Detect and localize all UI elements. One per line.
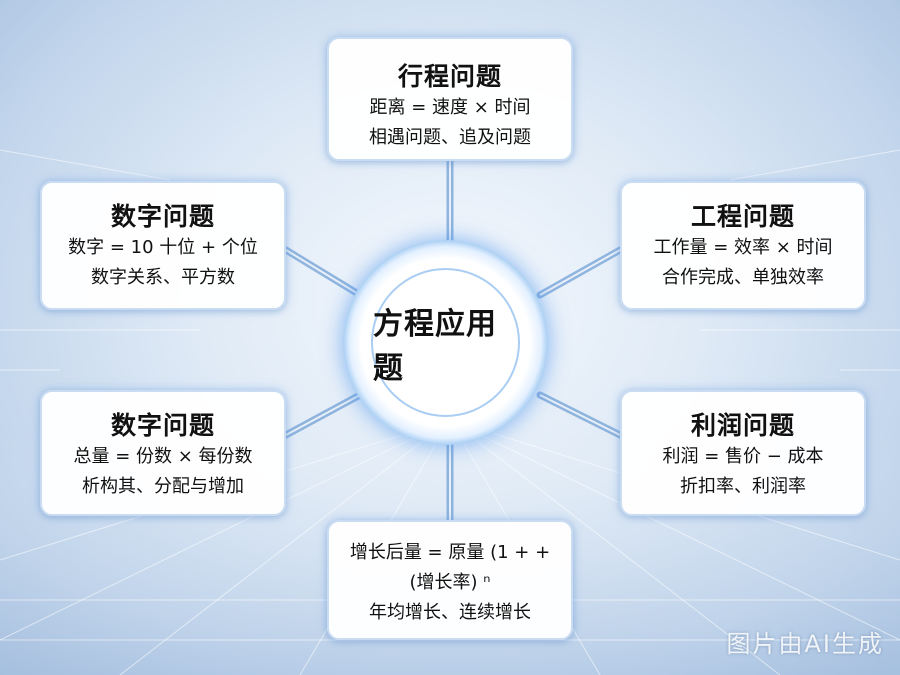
card-subtopics: 合作完成、单独效率 — [662, 267, 824, 288]
ai-generated-watermark: 图片由AI生成 — [726, 630, 884, 658]
card-subtopics: 析构其、分配与增加 — [82, 476, 244, 497]
card-subtopics: 年均增长、连续增长 — [369, 602, 531, 623]
card-travel-problem: 行程问题 距离 = 速度 × 时间 相遇问题、追及问题 — [327, 37, 573, 161]
card-title: 数字问题 — [110, 202, 215, 231]
center-hub: 方程应用题 — [343, 240, 548, 445]
card-formula: 增长后量 = 原量 (1 + + — [349, 542, 551, 563]
card-work-problem: 工程问题 工作量 = 效率 × 时间 合作完成、单独效率 — [620, 181, 866, 310]
card-number-problem: 数字问题 数字 = 10 十位 + 个位 数字关系、平方数 — [40, 181, 286, 310]
card-number-problem-2: 数字问题 总量 = 份数 × 每份数 析构其、分配与增加 — [40, 390, 286, 516]
card-title: 工程问题 — [690, 202, 795, 231]
card-subtopics: 相遇问题、追及问题 — [369, 127, 531, 148]
card-title: 行程问题 — [397, 62, 502, 91]
card-subtopics: 数字关系、平方数 — [91, 267, 235, 288]
card-title: 利润问题 — [690, 411, 795, 440]
card-formula: 数字 = 10 十位 + 个位 — [68, 237, 258, 258]
card-formula: 距离 = 速度 × 时间 — [369, 97, 531, 118]
card-subtopics: 折扣率、利润率 — [680, 476, 806, 497]
card-formula: 总量 = 份数 × 每份数 — [73, 446, 253, 467]
card-formula: 利润 = 售价 − 成本 — [662, 446, 824, 467]
card-formula: 工作量 = 效率 × 时间 — [653, 237, 833, 258]
center-hub-inner: 方程应用题 — [371, 268, 520, 417]
card-title: 数字问题 — [110, 411, 215, 440]
card-profit-problem: 利润问题 利润 = 售价 − 成本 折扣率、利润率 — [620, 390, 866, 516]
card-growth-problem: 增长后量 = 原量 (1 + + (增长率) ⁿ 年均增长、连续增长 — [327, 520, 573, 640]
card-formula-continued: (增长率) ⁿ — [409, 572, 491, 593]
center-title: 方程应用题 — [373, 306, 497, 386]
